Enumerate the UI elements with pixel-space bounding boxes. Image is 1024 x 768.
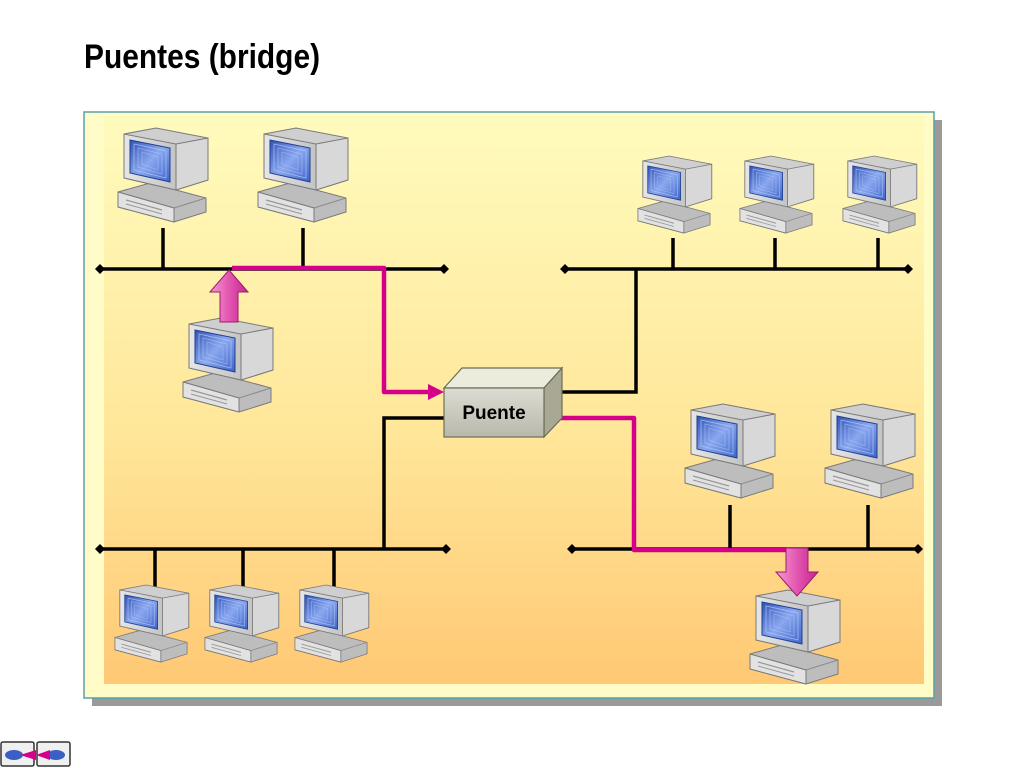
page-title: Puentes (bridge) [84, 38, 321, 76]
computer-icon [824, 403, 916, 499]
computer-icon [749, 589, 841, 685]
computer-icon [294, 584, 370, 663]
computer-icon [204, 584, 280, 663]
computer-icon [182, 317, 274, 413]
bridge-label: Puente [462, 403, 525, 424]
traffic-path [232, 265, 796, 553]
computer-icon [117, 127, 209, 223]
computer-icon [257, 127, 349, 223]
computer-icon [842, 155, 918, 234]
segment-terminators [95, 264, 923, 554]
computer-icon [114, 584, 190, 663]
path-from-bridge [560, 415, 796, 553]
path-to-bridge [232, 265, 428, 395]
computer-icon [739, 155, 815, 234]
computer-icon [637, 155, 713, 234]
path-arrowhead [428, 384, 444, 400]
nav-icon[interactable] [0, 740, 72, 768]
bridge-box: Puente [442, 366, 564, 439]
computer-icon [684, 403, 776, 499]
